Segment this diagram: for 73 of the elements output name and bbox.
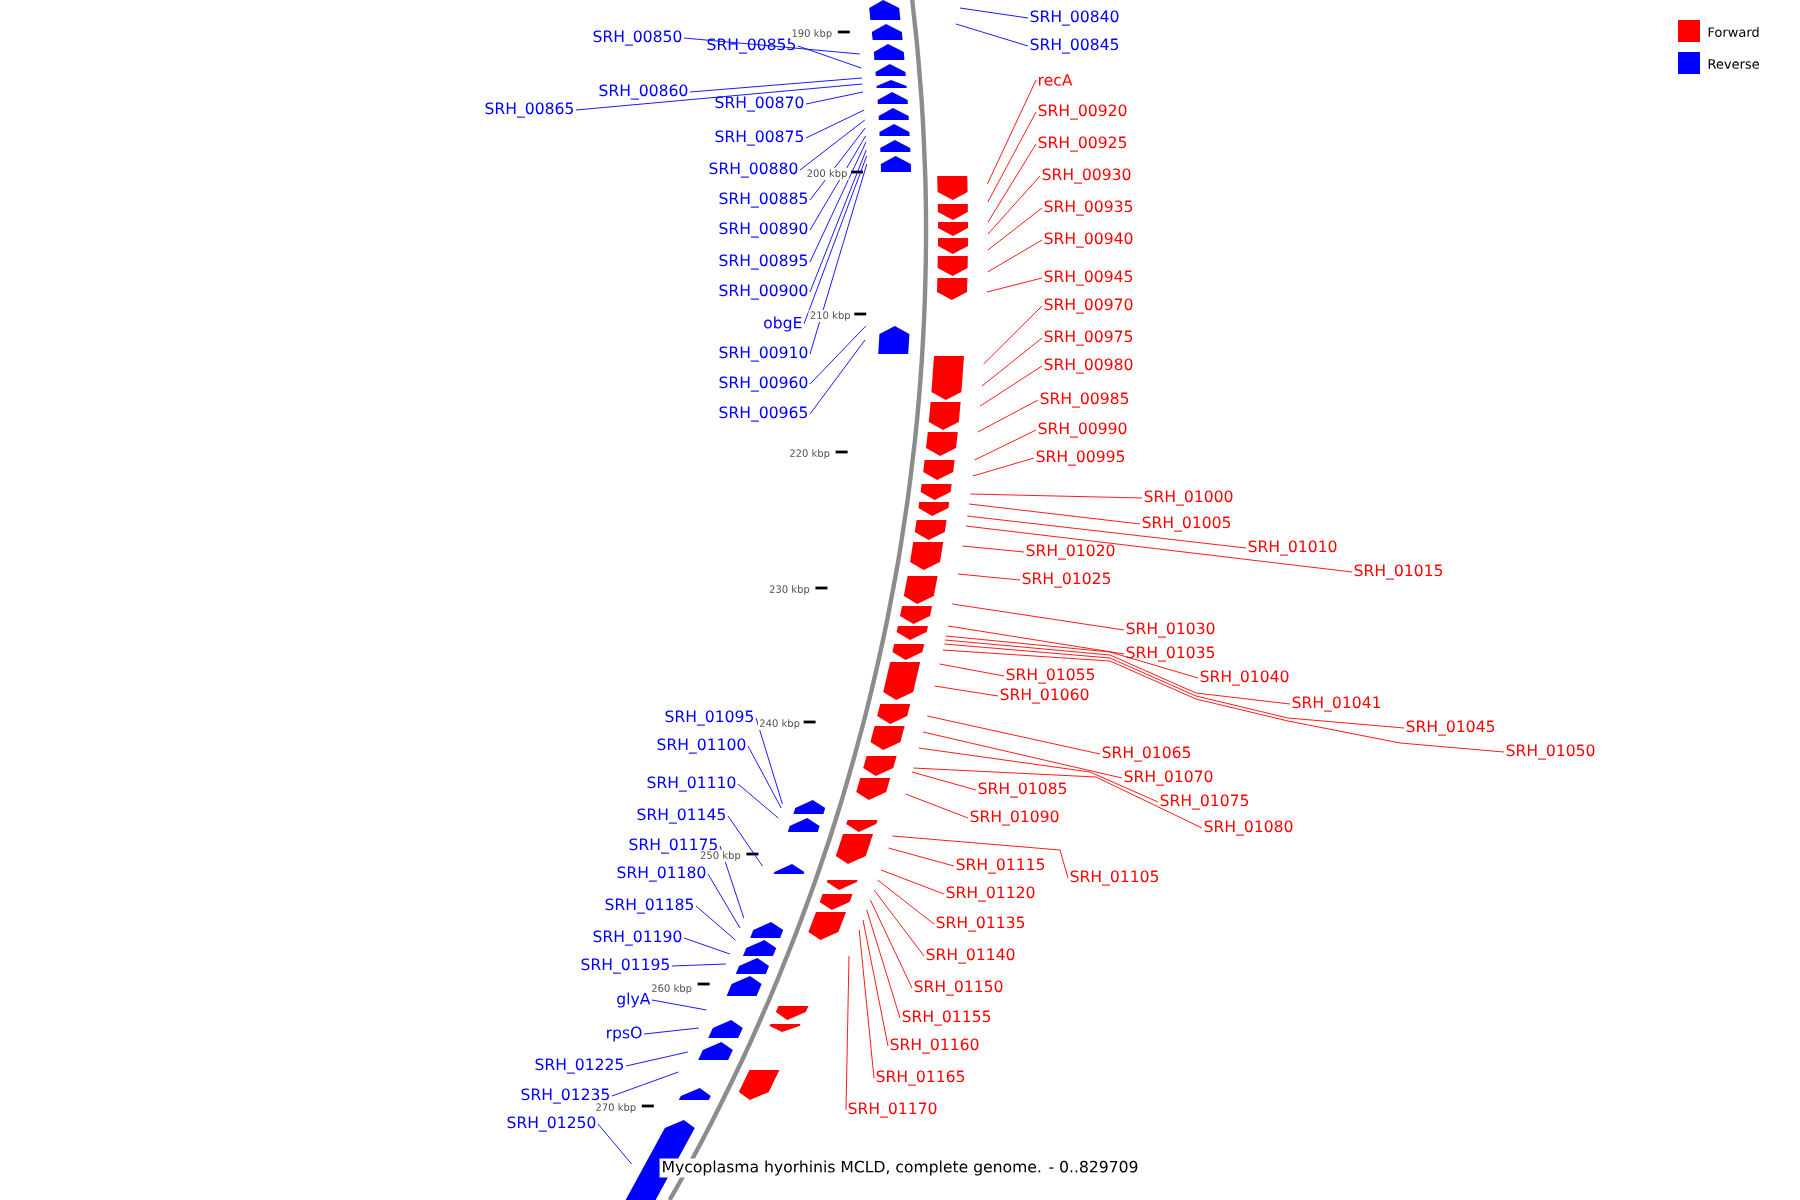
leader-line <box>727 815 763 867</box>
leader-line <box>918 747 1159 803</box>
leader-line <box>926 715 1101 755</box>
leader-line <box>959 7 1029 19</box>
leader-line <box>671 963 727 967</box>
leader-line <box>986 79 1037 185</box>
leader-line <box>845 955 850 1111</box>
leader-line <box>747 745 782 809</box>
leader-line <box>939 663 1005 677</box>
leader-line <box>597 1123 633 1165</box>
leader-line <box>981 337 1043 387</box>
leader-line <box>955 23 1029 47</box>
leader-line <box>880 869 945 895</box>
leader-line <box>965 525 1353 573</box>
leader-line <box>966 515 1247 549</box>
leader-line <box>797 45 862 69</box>
leader-line <box>869 899 913 989</box>
leader-line <box>862 919 889 1047</box>
leader-line <box>805 109 865 139</box>
leader-line <box>947 625 1125 655</box>
leader-line <box>809 127 866 201</box>
leader-line <box>877 879 935 925</box>
leader-line <box>987 111 1037 203</box>
leader-line <box>912 767 1203 829</box>
leader-line <box>945 635 1199 679</box>
leader-line <box>942 649 1505 753</box>
leader-line <box>957 573 1021 581</box>
leader-line <box>689 77 863 93</box>
leader-line <box>651 999 708 1011</box>
leader-line <box>979 365 1043 407</box>
leader-line <box>803 155 868 325</box>
leader-line <box>809 325 867 385</box>
leader-line <box>987 143 1037 223</box>
leader-line <box>934 685 999 697</box>
leader-line <box>969 493 1143 499</box>
leader-line <box>643 1027 700 1035</box>
leader-line <box>911 771 977 791</box>
leader-line <box>858 929 875 1079</box>
leader-line <box>983 305 1043 365</box>
leader-line <box>737 783 779 819</box>
leader-line <box>968 503 1141 525</box>
leader-line <box>625 1051 689 1067</box>
leader-line <box>575 83 863 111</box>
leader-line <box>944 639 1291 705</box>
leader-line <box>987 239 1043 273</box>
leader-line <box>805 91 864 105</box>
leader-line <box>683 937 731 955</box>
leader-line <box>977 399 1039 433</box>
leader-line <box>962 545 1025 553</box>
leader-line <box>987 175 1041 235</box>
leader-line <box>809 339 866 415</box>
leader-line <box>695 905 736 941</box>
leader-line <box>707 873 741 929</box>
leader-line <box>719 845 745 919</box>
leader-line <box>922 731 1123 779</box>
leader-line <box>987 207 1043 251</box>
leader-line <box>986 277 1043 293</box>
leader-line <box>951 603 1125 631</box>
leader-line <box>809 149 867 293</box>
leader-line <box>809 141 867 263</box>
leader-line <box>809 135 867 231</box>
leader-line <box>866 909 901 1019</box>
leader-line <box>891 835 1069 879</box>
leader-line <box>611 1071 679 1097</box>
leader-line <box>972 457 1035 477</box>
leader-line <box>943 643 1405 729</box>
leader-line <box>873 889 925 957</box>
leader-line <box>809 163 868 355</box>
leader-line <box>799 119 866 171</box>
leader-line <box>755 717 783 805</box>
leader-line <box>974 429 1037 461</box>
leader-line <box>887 847 955 867</box>
leader-line <box>905 793 969 819</box>
